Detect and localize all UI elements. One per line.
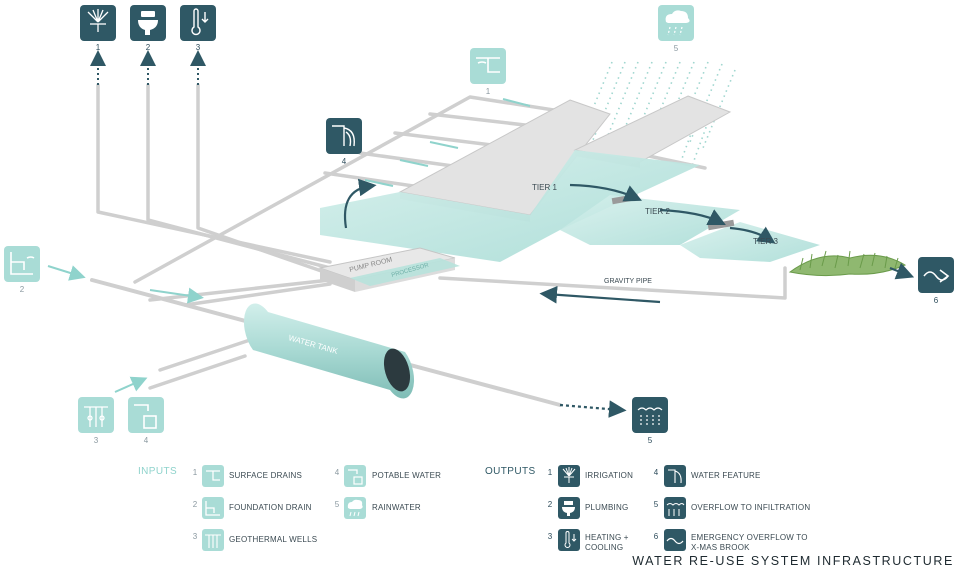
input-icon-foundation-drain bbox=[4, 246, 40, 282]
legend-out-infiltration: OVERFLOW TO INFILTRATION bbox=[691, 503, 811, 512]
input-arrows bbox=[47, 98, 531, 393]
heating-cooling-icon bbox=[558, 529, 580, 551]
rain-lines bbox=[579, 61, 736, 167]
legend-out-num-4: 4 bbox=[653, 468, 659, 477]
legend-out-num-2: 2 bbox=[547, 500, 553, 509]
legend-out-brook-line2: X-MAS BROOK bbox=[691, 543, 750, 552]
legend-out-num-6: 6 bbox=[653, 532, 659, 541]
legend-out-plumbing: PLUMBING bbox=[585, 503, 629, 512]
pump-room-block bbox=[318, 247, 460, 292]
num-in-foundation: 2 bbox=[19, 285, 25, 294]
label-gravity-pipe: GRAVITY PIPE bbox=[604, 278, 652, 285]
output-icon-infiltration bbox=[632, 397, 668, 433]
num-out-water-feature: 4 bbox=[341, 157, 347, 166]
irrigation-icon bbox=[558, 465, 580, 487]
legend-out-num-5: 5 bbox=[653, 500, 659, 509]
water-feature-icon bbox=[664, 465, 686, 487]
num-out-plumbing: 2 bbox=[145, 43, 151, 52]
legend-in-num-2: 2 bbox=[192, 500, 198, 509]
input-icon-surface-drains-top bbox=[470, 48, 506, 84]
foundation-drain-icon bbox=[202, 497, 224, 519]
num-out-brook: 6 bbox=[933, 296, 939, 305]
num-in-surface: 1 bbox=[485, 87, 491, 96]
label-tier3: TIER 3 bbox=[753, 237, 778, 246]
label-tier1: TIER 1 bbox=[532, 183, 557, 192]
legend-out-brook-line1: EMERGENCY OVERFLOW TO bbox=[691, 533, 808, 542]
label-tier2: TIER 2 bbox=[645, 207, 670, 216]
rainwater-icon bbox=[344, 497, 366, 519]
output-icon-plumbing bbox=[130, 5, 166, 41]
legend-in-rainwater: RAINWATER bbox=[372, 503, 421, 512]
legend-out-heating-line1: HEATING + bbox=[585, 533, 629, 542]
output-icon-heating-cooling bbox=[180, 5, 216, 41]
plumbing-icon bbox=[558, 497, 580, 519]
input-icon-geothermal bbox=[78, 397, 114, 433]
num-in-potable: 4 bbox=[143, 436, 149, 445]
legend-in-potable-water: POTABLE WATER bbox=[372, 471, 442, 480]
surface-drains-icon bbox=[202, 465, 224, 487]
num-out-infiltration: 5 bbox=[647, 436, 653, 445]
legend-inputs-header: INPUTS bbox=[138, 466, 178, 477]
water-pools bbox=[320, 150, 820, 262]
legend-in-num-4: 4 bbox=[334, 468, 340, 477]
page-title: WATER RE-USE SYSTEM INFRASTRUCTURE bbox=[632, 554, 954, 568]
geothermal-wells-icon bbox=[202, 529, 224, 551]
num-in-geothermal: 3 bbox=[93, 436, 99, 445]
legend-in-surface-drains: SURFACE DRAINS bbox=[229, 471, 303, 480]
legend-in-num-3: 3 bbox=[192, 532, 198, 541]
tier-arrows bbox=[343, 178, 915, 418]
num-out-heating: 3 bbox=[195, 43, 201, 52]
legend-out-water-feature: WATER FEATURE bbox=[691, 471, 761, 480]
legend-in-geothermal-wells: GEOTHERMAL WELLS bbox=[229, 535, 318, 544]
output-icon-water-feature bbox=[326, 118, 362, 154]
input-icon-potable bbox=[128, 397, 164, 433]
brook-icon bbox=[664, 529, 686, 551]
legend-out-num-1: 1 bbox=[547, 468, 553, 477]
legend-out-irrigation: IRRIGATION bbox=[585, 471, 634, 480]
output-icon-brook bbox=[918, 257, 954, 293]
output-icon-irrigation bbox=[80, 5, 116, 41]
legend-in-foundation-drain: FOUNDATION DRAIN bbox=[229, 503, 312, 512]
potable-water-icon bbox=[344, 465, 366, 487]
legend-in-num-1: 1 bbox=[192, 468, 198, 477]
num-out-irrigation: 1 bbox=[95, 43, 101, 52]
legend-outputs-header: OUTPUTS bbox=[485, 466, 536, 477]
infiltration-icon bbox=[664, 497, 686, 519]
legend-in-num-5: 5 bbox=[334, 500, 340, 509]
water-tank bbox=[243, 303, 415, 399]
legend-out-heating-line2: COOLING bbox=[585, 543, 624, 552]
input-icon-rainwater-top bbox=[658, 5, 694, 41]
legend-out-num-3: 3 bbox=[547, 532, 553, 541]
num-in-rain: 5 bbox=[673, 44, 679, 53]
